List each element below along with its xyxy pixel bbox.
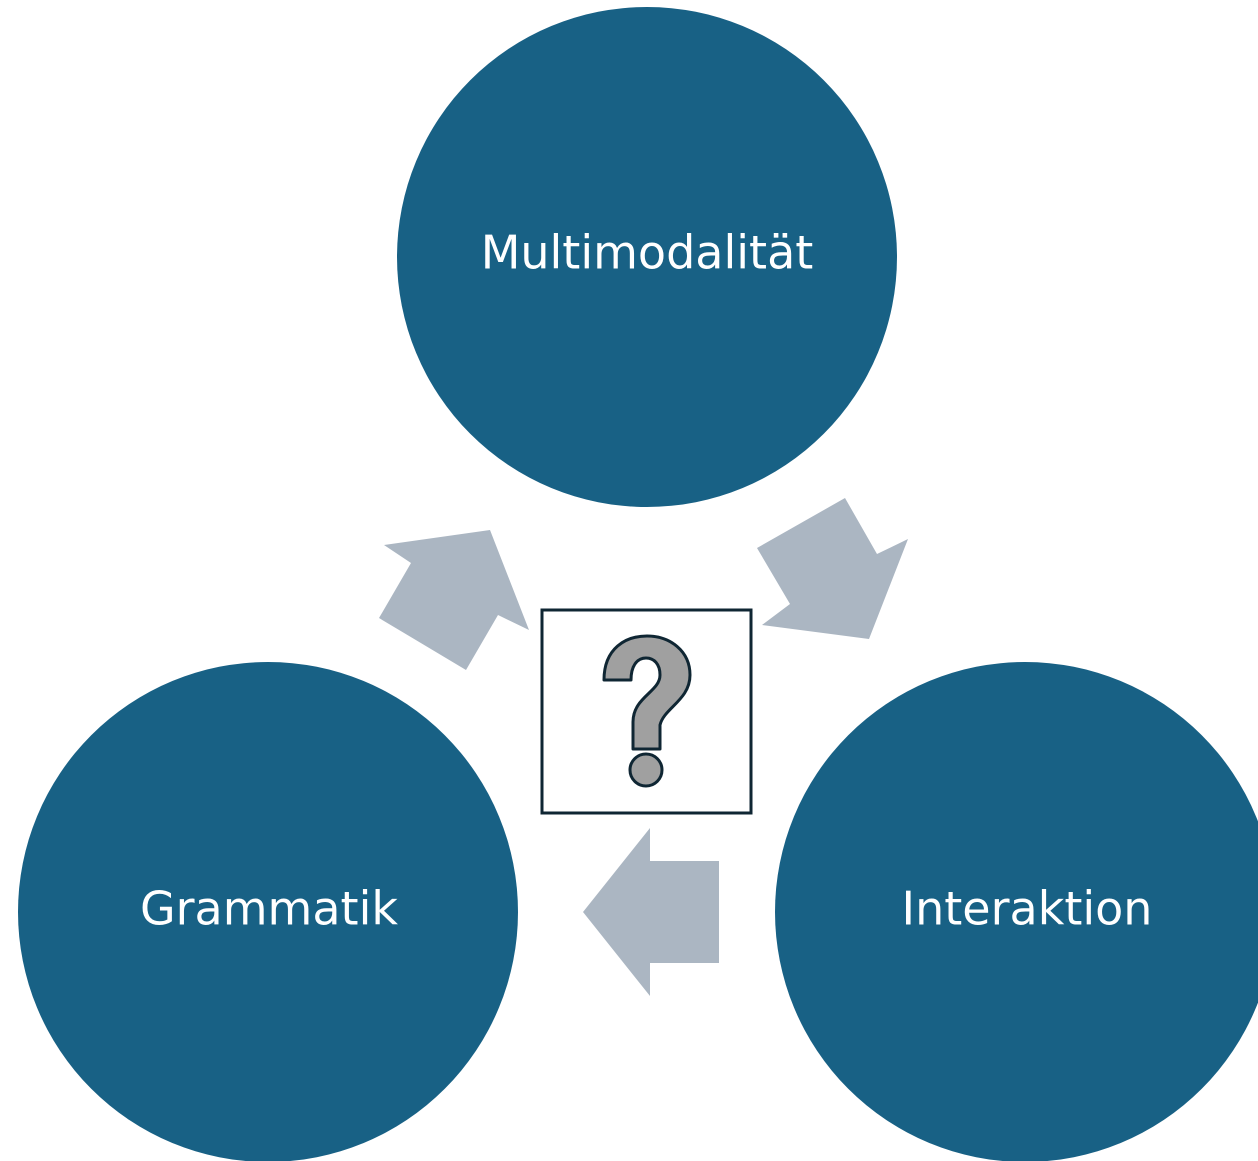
node-interaktion: Interaktion xyxy=(775,662,1258,1161)
node-circle-bottom-right xyxy=(775,662,1258,1161)
node-grammatik: Grammatik xyxy=(18,662,518,1161)
center-box xyxy=(540,608,753,815)
node-circle-top xyxy=(397,7,897,507)
node-label-bottom-left: Grammatik xyxy=(140,882,398,936)
node-multimodalitaet: Multimodalität xyxy=(397,7,897,507)
node-label-top: Multimodalität xyxy=(481,226,814,280)
arrow-to-top xyxy=(379,530,529,670)
node-label-bottom-right: Interaktion xyxy=(902,882,1153,936)
arrow-to-bottom-left xyxy=(583,828,719,996)
node-circle-bottom-left xyxy=(18,662,518,1161)
question-mark-icon xyxy=(602,634,692,788)
arrow-to-bottom-right xyxy=(757,498,908,639)
